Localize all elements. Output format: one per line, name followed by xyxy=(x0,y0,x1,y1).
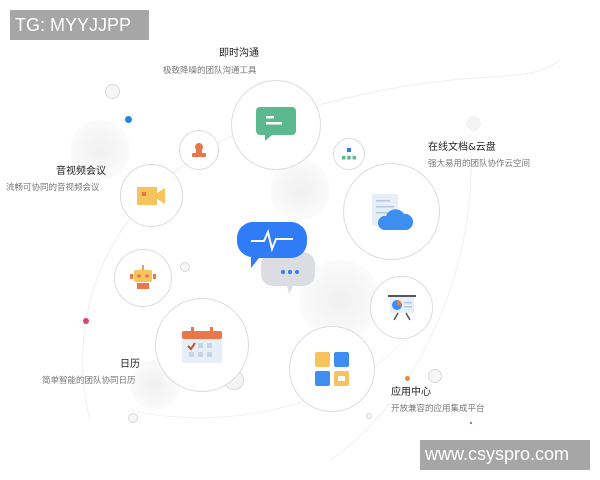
decor-ring xyxy=(128,413,138,423)
video-camera-icon xyxy=(136,186,165,205)
feature-subtitle-apps: 开放兼容的应用集成平台 xyxy=(391,404,485,414)
org-chart-icon xyxy=(342,148,356,160)
decor-blob xyxy=(70,120,130,180)
decor-ring xyxy=(428,369,442,383)
decor-ring xyxy=(366,413,372,419)
decor-dot xyxy=(470,422,472,424)
user-stamp-icon xyxy=(192,143,206,157)
cloud-document-icon xyxy=(371,193,413,230)
decor-dot xyxy=(466,116,481,131)
decor-dot xyxy=(125,116,132,123)
chat-bubble-icon xyxy=(256,107,296,141)
feature-circle-calendar[interactable] xyxy=(155,298,249,392)
decor-ring xyxy=(105,84,120,99)
decor-dot xyxy=(405,376,410,381)
feature-title-im: 即时沟通 xyxy=(219,48,259,59)
decor-ring xyxy=(180,262,190,272)
decor-dot xyxy=(83,318,89,324)
feature-circle-apps[interactable] xyxy=(289,326,375,412)
feature-title-calendar: 日历 xyxy=(120,359,140,370)
feature-subtitle-video: 流畅可协同的音视频会议 xyxy=(6,183,100,193)
mini-circle-presentation[interactable] xyxy=(370,276,433,339)
robot-icon xyxy=(130,265,156,289)
feature-circle-docs[interactable] xyxy=(343,163,440,260)
app-grid-icon xyxy=(315,352,349,386)
center-logo xyxy=(237,222,317,297)
feature-subtitle-im: 极致降噪的团队沟通工具 xyxy=(163,66,257,76)
watermark-bottom: www.csyspro.com xyxy=(420,440,590,470)
feature-subtitle-calendar: 简单智能的团队协同日历 xyxy=(42,376,136,386)
feature-title-apps: 应用中心 xyxy=(391,387,431,398)
decor-blob xyxy=(270,160,330,220)
mini-circle-org[interactable] xyxy=(333,138,365,170)
feature-circle-im[interactable] xyxy=(231,80,321,170)
feature-circle-video[interactable] xyxy=(120,164,183,227)
mini-circle-stamp[interactable] xyxy=(179,130,219,170)
mini-circle-robot[interactable] xyxy=(114,249,172,307)
calendar-icon xyxy=(182,327,222,363)
feature-title-docs: 在线文档&云盘 xyxy=(428,142,496,153)
feature-title-video: 音视频会议 xyxy=(56,166,106,177)
presentation-board-icon xyxy=(387,294,416,320)
pulse-chat-icon xyxy=(237,222,315,294)
feature-subtitle-docs: 强大易用的团队协作云空间 xyxy=(428,159,531,169)
watermark-top: TG: MYYJJPP xyxy=(10,10,149,40)
